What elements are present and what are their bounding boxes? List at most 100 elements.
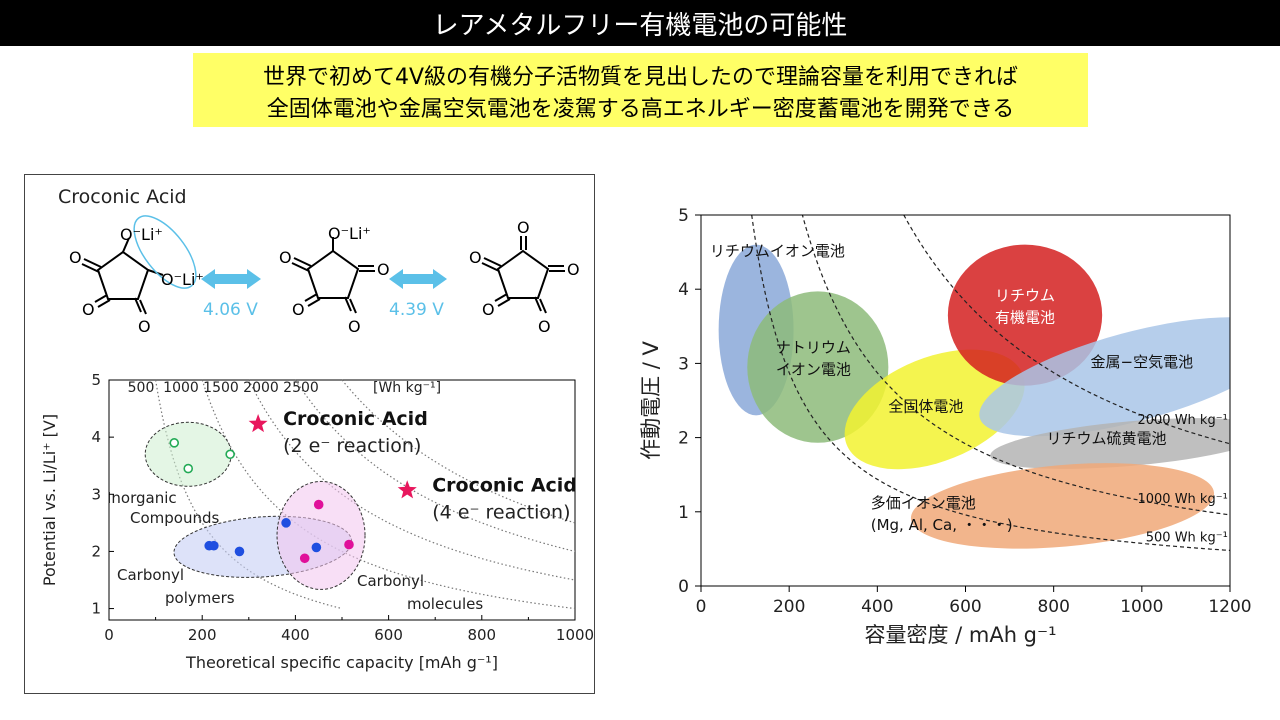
x-tick-label: 1200: [1208, 597, 1251, 617]
region-label-1: リチウムイオン電池: [710, 242, 845, 260]
atom-label-right: O⁻Li⁺: [161, 270, 204, 289]
atom-label-top-2: O⁻Li⁺: [328, 224, 371, 243]
atom-o-label: O: [82, 300, 95, 319]
reaction-label-1: (2 e⁻ reaction): [283, 435, 421, 457]
region-label-2: ナトリウムイオン電池: [776, 338, 851, 378]
x-tick-label: 600: [949, 597, 981, 617]
slide-title: レアメタルフリー有機電池の可能性: [0, 0, 1280, 46]
atom-o-label: O: [482, 300, 495, 319]
right-region-labels: リチウムイオン電池ナトリウムイオン電池全固体電池リチウム有機電池金属−空気電池リ…: [710, 242, 1228, 546]
atom-o-label: O: [69, 248, 82, 267]
x-tick-label: 800: [467, 626, 496, 644]
data-point-3: [299, 553, 310, 564]
region-6: [990, 418, 1230, 469]
y-tick-label: 4: [91, 428, 101, 446]
molecule-neutral: [481, 236, 565, 314]
region-7: [910, 463, 1215, 549]
atom-o-label: O: [377, 260, 390, 279]
data-point-1: [225, 449, 235, 460]
x-axis-label: 容量密度 / mAh g⁻¹: [864, 623, 1056, 647]
left-region-ellipses: [144, 421, 366, 590]
x-tick-label: 600: [374, 626, 403, 644]
iso-energy-curve: [903, 215, 1230, 445]
y-tick-label: 3: [91, 485, 101, 503]
right-iso-energy-curves: [751, 215, 1230, 551]
region-label-6: リチウム硫黄電池: [1047, 430, 1167, 448]
region-inorganic: [144, 421, 232, 487]
croconic-star-2: [397, 480, 417, 499]
structure-title: Croconic Acid: [58, 186, 187, 208]
croconic-label-1: Croconic Acid: [283, 408, 428, 430]
series-label: Carbonyl: [117, 566, 184, 584]
atom-o-label: O: [138, 317, 151, 336]
reaction-label-2: (4 e⁻ reaction): [432, 501, 570, 523]
x-tick-label: 1000: [556, 626, 594, 644]
y-tick-label: 2: [91, 542, 101, 560]
atom-o-label: O: [517, 218, 530, 237]
iso-energy-curve: [341, 379, 576, 524]
atom-o-label: O: [538, 317, 551, 336]
y-tick-label: 2: [678, 429, 689, 449]
y-tick-label: 4: [678, 280, 689, 300]
iso-energy-tick-label: 500: [128, 380, 155, 396]
iso-energy-tick-label: 2000: [243, 380, 279, 396]
iso-energy-tick-label: 1500: [203, 380, 239, 396]
highlight-box: 世界で初めて4V級の有機分子活物質を見出したので理論容量を利用できれば 全固体電…: [193, 53, 1088, 127]
x-axis-label: Theoretical specific capacity [mAh g⁻¹]: [185, 653, 498, 672]
atom-o-label: O: [292, 300, 305, 319]
molecule-monoanion: [291, 237, 375, 314]
y-tick-label: 0: [678, 577, 689, 597]
x-tick-label: 200: [188, 626, 217, 644]
left-figure-svg: Croconic Acid O⁻Li⁺ O⁻Li⁺ O O O 4.06 V O: [40, 186, 594, 672]
data-point-2: [281, 518, 291, 528]
y-tick-label: 5: [678, 206, 689, 226]
x-tick-label: 200: [773, 597, 805, 617]
atom-o-label: O: [567, 260, 580, 279]
region-label-7: 多価イオン電池(Mg, Al, Ca, ・・・): [871, 494, 1013, 534]
x-tick-label: 0: [104, 626, 114, 644]
series-label: Inorganic: [107, 489, 177, 507]
x-tick-label: 0: [696, 597, 707, 617]
series-label: polymers: [165, 589, 235, 607]
voltage-label-1: 4.06 V: [203, 300, 258, 320]
iso-energy-curve: [294, 379, 576, 552]
iso-energy-label: 2000 Wh kg⁻¹: [1137, 413, 1227, 428]
iso-energy-label: 1000 Wh kg⁻¹: [1137, 492, 1227, 507]
highlight-line-2: 全固体電池や金属空気電池を凌駕する高エネルギー密度蓄電池を開発できる: [266, 97, 1015, 122]
x-tick-label: 400: [281, 626, 310, 644]
region-3: [844, 349, 1025, 470]
croconic-label-2: Croconic Acid: [432, 474, 577, 496]
double-arrow-2: [389, 269, 447, 289]
region-label-4: リチウム有機電池: [995, 286, 1055, 326]
atom-label-top: O⁻Li⁺: [120, 225, 163, 244]
data-point-2: [234, 546, 245, 557]
data-point-3: [313, 499, 324, 510]
right-region-ellipses: [701, 215, 1230, 586]
data-point-3: [344, 539, 354, 550]
highlight-line-1: 世界で初めて4V級の有機分子活物質を見出したので理論容量を利用できれば: [262, 65, 1019, 90]
data-point-2: [209, 540, 219, 551]
x-tick-label: 800: [1037, 597, 1069, 617]
region-4: [947, 244, 1103, 386]
data-point-1: [183, 463, 194, 474]
voltage-label-2: 4.39 V: [389, 300, 444, 320]
region-label-3: 全固体電池: [888, 398, 963, 416]
atom-o-label: O: [469, 248, 482, 267]
double-arrow-1: [201, 269, 261, 289]
x-tick-label: 1000: [1120, 597, 1163, 617]
left-figure-panel: Croconic Acid O⁻Li⁺ O⁻Li⁺ O O O 4.06 V O: [24, 174, 595, 694]
highlight-ellipse: [133, 215, 197, 289]
molecule-dianion: [81, 237, 164, 315]
y-tick-label: 5: [91, 371, 101, 389]
iso-energy-curve: [248, 379, 576, 581]
y-tick-label: 1: [91, 600, 101, 618]
croconic-star-1: [248, 414, 268, 433]
x-tick-label: 400: [861, 597, 893, 617]
y-tick-label: 1: [678, 503, 689, 523]
data-point-1: [169, 438, 180, 448]
iso-energy-curve: [801, 215, 1230, 516]
series-label: molecules: [407, 595, 483, 613]
